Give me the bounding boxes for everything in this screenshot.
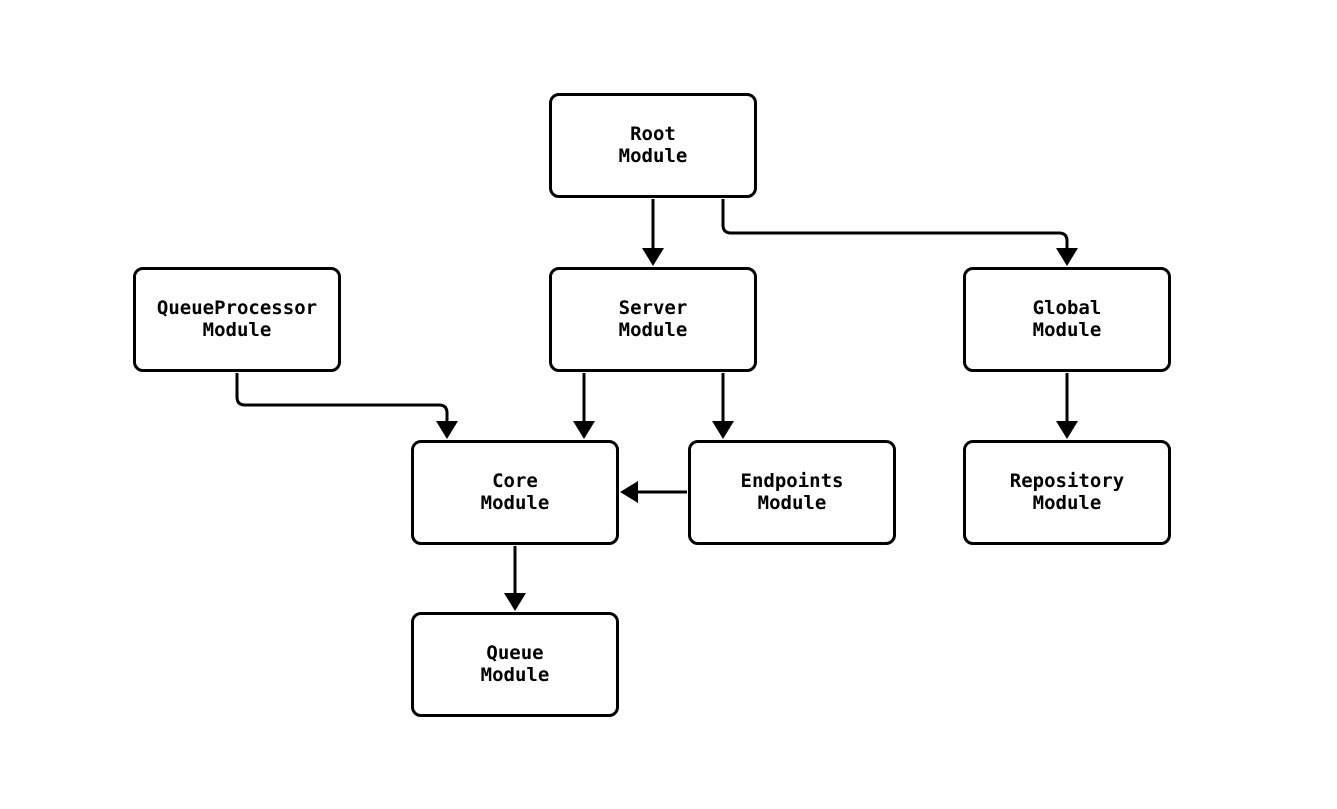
arrowhead [1056,421,1078,439]
node-root-module: Root Module [549,93,757,198]
edge-root-to-global [721,199,1078,266]
edge-root-to-server [642,199,664,266]
edge-core-to-queue [504,546,526,611]
arrowhead [504,593,526,611]
node-endpoints-module: Endpoints Module [688,440,896,545]
arrowhead [642,248,664,266]
edge-global-to-repository [1056,373,1078,439]
arrowhead [620,481,638,503]
node-core-module: Core Module [411,440,619,545]
node-label-line: Module [480,663,550,686]
node-label-line: Module [618,318,688,341]
node-label-line: Queue [486,642,544,664]
edge-endpoints-to-core [620,481,687,503]
node-label-line: Module [1032,318,1102,341]
arrowhead [573,421,595,439]
node-label-line: Endpoints [740,470,844,492]
arrowhead [436,421,458,439]
node-repository-module: Repository Module [963,440,1171,545]
node-label-line: Root [630,123,676,145]
node-label-line: Server [618,297,688,319]
node-label-line: Repository [1009,470,1125,492]
edge-server-to-endpoints [712,373,734,439]
node-label-line: Module [618,144,688,167]
node-server-module: Server Module [549,267,757,372]
node-label-line: Module [480,491,550,514]
node-label-line: Module [757,491,827,514]
edge-queueprocessor-to-core [235,373,458,439]
arrowhead [1056,248,1078,266]
arrowhead [712,421,734,439]
node-label-line: Global [1032,297,1102,319]
node-global-module: Global Module [963,267,1171,372]
node-queueprocessor-module: QueueProcessor Module [133,267,341,372]
node-queue-module: Queue Module [411,612,619,717]
node-label-line: QueueProcessor [156,297,318,319]
edge-server-to-core [573,373,595,439]
node-label-line: Core [492,470,538,492]
node-label-line: Module [1032,491,1102,514]
node-label-line: Module [202,318,272,341]
